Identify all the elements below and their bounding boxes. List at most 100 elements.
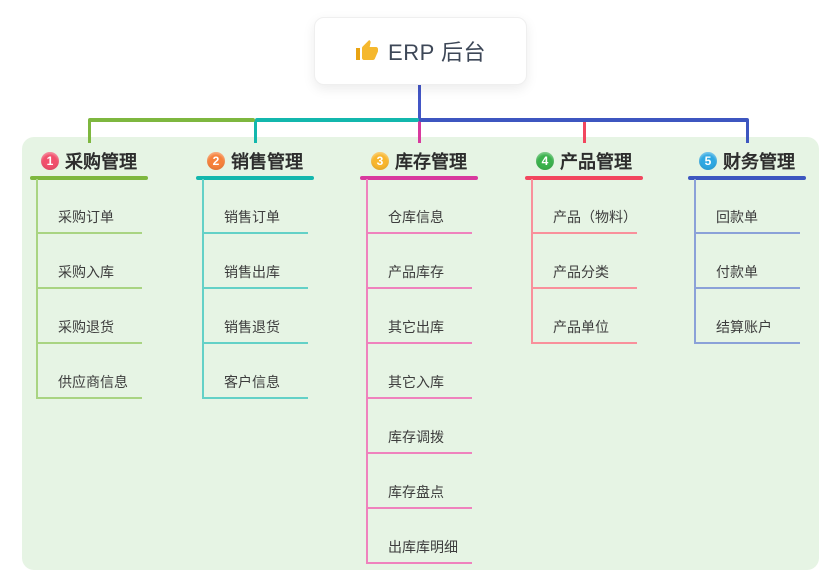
child-underline [202,287,308,289]
child-node-label: 仓库信息 [388,209,444,225]
child-underline [366,342,472,344]
child-node[interactable]: 结算账户 [716,317,772,337]
child-underline [694,287,800,289]
branch-title: 财务管理 [723,152,795,172]
branch-child-connector [202,179,204,399]
child-underline [366,562,472,564]
branch-child-connector [531,179,533,344]
child-node[interactable]: 采购退货 [58,317,114,337]
child-node-label: 出库库明细 [388,539,458,555]
child-node[interactable]: 回款单 [716,207,758,227]
branch-underline [196,176,314,180]
child-underline [694,342,800,344]
child-node-label: 其它入库 [388,374,444,390]
child-node[interactable]: 库存盘点 [388,482,444,502]
child-node-label: 付款单 [716,264,758,280]
child-node-label: 销售订单 [224,209,280,225]
priority-badge: 3 [371,152,389,170]
child-node-label: 其它出库 [388,319,444,335]
branch-child-connector [36,179,38,399]
branch-drop-line [745,120,749,143]
child-underline [531,287,637,289]
child-node[interactable]: 其它入库 [388,372,444,392]
child-node-label: 库存盘点 [388,484,444,500]
branch-drop-line [417,120,421,143]
child-node[interactable]: 库存调拨 [388,427,444,447]
priority-badge: 2 [207,152,225,170]
branch-title: 产品管理 [560,152,632,172]
child-underline [36,232,142,234]
root-node[interactable]: ERP 后台 [314,17,527,85]
branch-title: 销售管理 [231,152,303,172]
branch-heading-1[interactable]: 1 采购管理 [30,149,148,173]
child-underline [366,452,472,454]
branch-underline [688,176,806,180]
child-node-label: 供应商信息 [58,374,128,390]
child-node[interactable]: 出库库明细 [388,537,458,557]
child-underline [531,232,637,234]
branch-title: 采购管理 [65,152,137,172]
branch-drop-line [582,120,586,143]
child-underline [36,397,142,399]
child-node-label: 产品分类 [553,264,609,280]
root-connector-line [417,83,421,121]
branch-child-connector [366,179,368,564]
priority-badge: 5 [699,152,717,170]
child-node[interactable]: 供应商信息 [58,372,128,392]
child-node[interactable]: 采购订单 [58,207,114,227]
child-underline [366,507,472,509]
branch-underline [525,176,643,180]
child-underline [202,232,308,234]
bus-line [255,118,419,122]
root-node-label: ERP 后台 [388,40,486,65]
child-node-label: 库存调拨 [388,429,444,445]
branch-heading-5[interactable]: 5 财务管理 [688,149,806,173]
child-node-label: 客户信息 [224,374,280,390]
child-underline [202,397,308,399]
child-node[interactable]: 产品单位 [553,317,609,337]
child-node[interactable]: 客户信息 [224,372,280,392]
child-node[interactable]: 产品（物料） [553,207,637,227]
child-node[interactable]: 采购入库 [58,262,114,282]
child-node[interactable]: 产品分类 [553,262,609,282]
mindmap-panel [22,137,819,570]
child-underline [202,342,308,344]
child-node[interactable]: 其它出库 [388,317,444,337]
branch-drop-line [87,120,91,143]
child-node[interactable]: 仓库信息 [388,207,444,227]
child-node[interactable]: 销售订单 [224,207,280,227]
child-node-label: 产品（物料） [553,209,637,225]
priority-badge: 1 [41,152,59,170]
bus-line [419,118,749,122]
thumbs-up-icon [356,40,379,60]
branch-heading-2[interactable]: 2 销售管理 [196,149,314,173]
child-underline [366,232,472,234]
child-underline [694,232,800,234]
child-node-label: 采购订单 [58,209,114,225]
child-node-label: 销售出库 [224,264,280,280]
bus-line [87,118,255,122]
child-node-label: 结算账户 [716,319,772,335]
child-node-label: 回款单 [716,209,758,225]
child-node-label: 产品库存 [388,264,444,280]
child-underline [36,287,142,289]
branch-drop-line [253,120,257,143]
priority-badge: 4 [536,152,554,170]
branch-underline [360,176,478,180]
child-node[interactable]: 产品库存 [388,262,444,282]
child-node[interactable]: 销售出库 [224,262,280,282]
child-underline [531,342,637,344]
child-underline [36,342,142,344]
branch-heading-4[interactable]: 4 产品管理 [525,149,643,173]
child-underline [366,287,472,289]
branch-child-connector [694,179,696,344]
branch-underline [30,176,148,180]
child-node-label: 产品单位 [553,319,609,335]
child-node-label: 采购入库 [58,264,114,280]
child-underline [366,397,472,399]
child-node[interactable]: 付款单 [716,262,758,282]
child-node[interactable]: 销售退货 [224,317,280,337]
child-node-label: 采购退货 [58,319,114,335]
